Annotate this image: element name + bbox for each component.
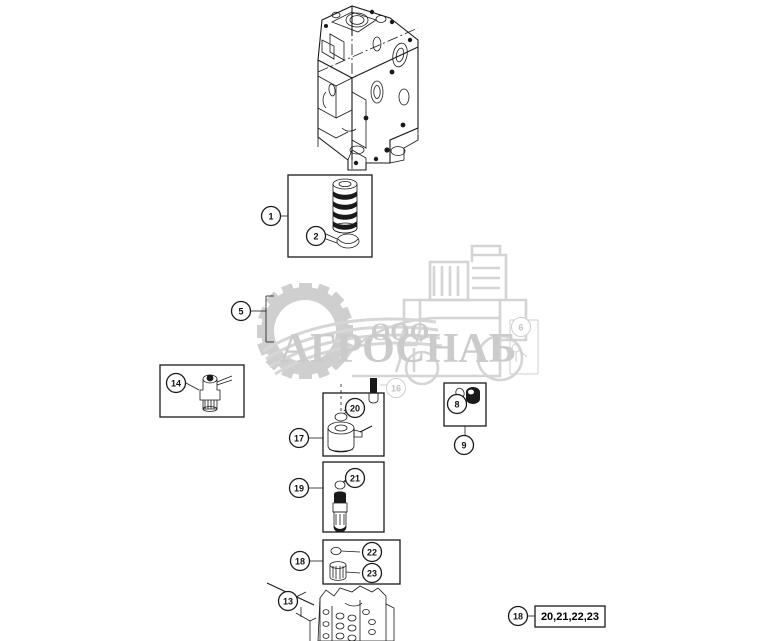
callout-circle [165, 372, 187, 394]
watermark-company: АГРОСНАБ [280, 326, 517, 372]
callout-number: 6 [518, 323, 523, 333]
callout-18[interactable]: 18 [289, 550, 311, 572]
oring-part-2 [336, 233, 360, 249]
callout-number: 21 [350, 474, 360, 484]
callout-circle [511, 317, 531, 337]
callout-number: 17 [294, 434, 304, 444]
callout-circle [446, 393, 468, 415]
callout-19[interactable]: 19 [288, 477, 310, 499]
callout-2[interactable]: 2 [305, 225, 327, 247]
callout-circle [288, 477, 310, 499]
callout-number: 19 [294, 484, 304, 494]
callout-circle [453, 434, 475, 456]
callout-22[interactable]: 22 [361, 541, 383, 563]
callout-13[interactable]: 13 [277, 590, 299, 612]
callout-5[interactable]: 5 [230, 300, 252, 322]
spring-part [332, 178, 358, 234]
cartridge-part-19 [332, 491, 348, 533]
oring-part-22 [330, 547, 361, 556]
callout-number: 16 [391, 384, 401, 394]
callout-23[interactable]: 23 [361, 562, 383, 584]
callout-16[interactable]: 16 [386, 378, 406, 398]
solenoid-sensor-box [159, 364, 245, 418]
callout-circle [230, 300, 252, 322]
callout-number: 23 [367, 569, 377, 579]
callout-number: 5 [238, 307, 243, 317]
callout-circle [305, 225, 327, 247]
callout-number: 20 [350, 404, 360, 414]
screen-part-23 [329, 561, 361, 581]
callout-layer: 1 2 5 6 8 9 13 14 16 17 18 19 20 21 22 23 18 [165, 205, 531, 627]
fitting-part [466, 387, 480, 404]
callout-number: 9 [461, 441, 466, 451]
callout-1[interactable]: 1 [260, 205, 282, 227]
valve-body-assembly [317, 5, 419, 171]
callout-circle [260, 205, 282, 227]
callout-number: 18 [513, 612, 523, 622]
callout-number: 8 [454, 400, 459, 410]
coil-part-17 [327, 421, 373, 453]
parts-group-label-text: 20,21,22,23 [541, 611, 599, 623]
callout-number: 22 [367, 548, 377, 558]
callout-21[interactable]: 21 [344, 467, 366, 489]
callout-20[interactable]: 20 [344, 397, 366, 419]
sensor-part-14 [199, 374, 233, 412]
callout-14[interactable]: 14 [165, 372, 187, 394]
callout-number: 1 [268, 212, 273, 222]
callout-17[interactable]: 17 [288, 427, 310, 449]
callout-circle [289, 550, 311, 572]
oring-screen-box [310, 539, 401, 585]
callout-circle [344, 397, 366, 419]
callout-number: 14 [171, 379, 181, 389]
callout-18[interactable]: 18 [507, 605, 529, 627]
callout-number: 13 [283, 597, 293, 607]
solenoid-coil-box [309, 384, 385, 457]
callout-6[interactable]: 6 [511, 317, 531, 337]
callout-circle [386, 378, 406, 398]
callout-circle [507, 605, 529, 627]
spring-and-oring-box [281, 174, 373, 258]
callout-8[interactable]: 8 [446, 393, 468, 415]
parts-group-label: 20,21,22,23 [528, 605, 606, 628]
callout-number: 18 [295, 557, 305, 567]
callout-9[interactable]: 9 [453, 434, 475, 456]
watermark-group: ООО АГРОСНАБ [257, 244, 528, 386]
callout-circle [361, 541, 383, 563]
callout-circle [344, 467, 366, 489]
callout-circle [361, 562, 383, 584]
callout-5-bracket [251, 295, 274, 343]
watermark-prefix: ООО [371, 319, 429, 346]
swoosh-icon [262, 317, 443, 376]
callout-circle [288, 427, 310, 449]
plug-part-16 [368, 378, 389, 404]
callout-number: 2 [313, 232, 318, 242]
callout-circle [277, 590, 299, 612]
